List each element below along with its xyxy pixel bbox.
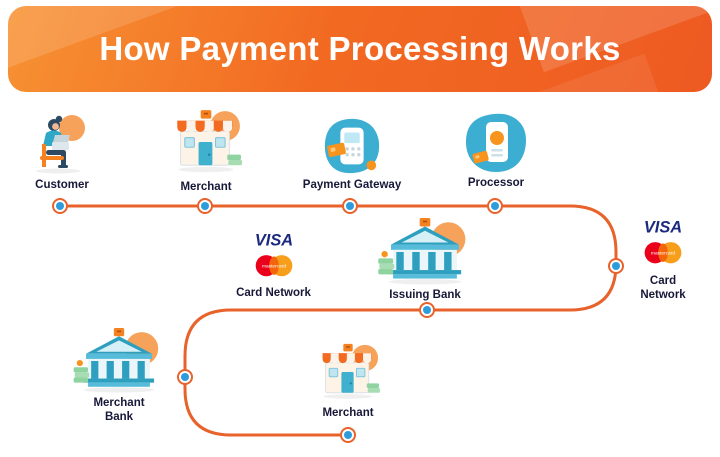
- flow-node-merchant-bank: [177, 369, 193, 385]
- customer-icon: [36, 115, 85, 174]
- processor-icon: [466, 113, 526, 172]
- flow-node-merchant-return: [340, 427, 356, 443]
- bank-icon: [378, 218, 466, 285]
- label-processor: Processor: [467, 177, 525, 189]
- header-banner: How Payment Processing Works: [8, 6, 712, 92]
- flow-node-processor: [487, 198, 503, 214]
- figure-payment-gateway: Payment Gateway: [298, 116, 406, 193]
- card-network-icon: VISA mastercard: [644, 218, 682, 264]
- storefront-icon: [177, 110, 243, 173]
- figure-customer: Customer: [20, 112, 104, 193]
- flow-line: [58, 204, 618, 437]
- storefront-icon: [322, 343, 380, 399]
- figure-merchant-bank: Merchant Bank: [66, 328, 172, 425]
- visa-wordmark: VISA: [254, 231, 292, 249]
- card-network-icon: VISA mastercard: [254, 231, 293, 277]
- flow-node-issuing-bank: [419, 302, 435, 318]
- label-merchant-bank: Merchant Bank: [93, 397, 145, 423]
- label-merchant-return: Merchant: [322, 407, 374, 419]
- figure-card-network: VISA mastercard Card Network: [624, 216, 702, 303]
- label-card-network: Card Network: [640, 275, 686, 301]
- label-merchant: Merchant: [180, 181, 232, 193]
- flow-node-merchant: [197, 198, 213, 214]
- label-payment-gateway: Payment Gateway: [302, 179, 402, 191]
- label-customer: Customer: [35, 179, 89, 191]
- flow-node-card-network: [608, 258, 624, 274]
- bank-icon: [73, 328, 159, 393]
- flow-node-payment-gateway: [342, 198, 358, 214]
- mastercard-wordmark: mastercard: [651, 251, 675, 257]
- figure-merchant: Merchant: [166, 108, 246, 195]
- visa-wordmark: VISA: [644, 218, 682, 236]
- figure-card-network-return: VISA mastercard Card Network: [226, 230, 321, 301]
- payment-gateway-icon: [324, 118, 380, 174]
- label-issuing-bank: Issuing Bank: [389, 289, 461, 301]
- figure-issuing-bank: Issuing Bank: [370, 218, 480, 303]
- label-card-network-return: Card Network: [236, 287, 311, 299]
- page-title: How Payment Processing Works: [99, 30, 621, 67]
- figure-processor: Processor: [450, 112, 542, 191]
- figure-merchant-return: Merchant: [306, 342, 390, 421]
- mastercard-wordmark: mastercard: [261, 264, 285, 270]
- flow-node-customer: [52, 198, 68, 214]
